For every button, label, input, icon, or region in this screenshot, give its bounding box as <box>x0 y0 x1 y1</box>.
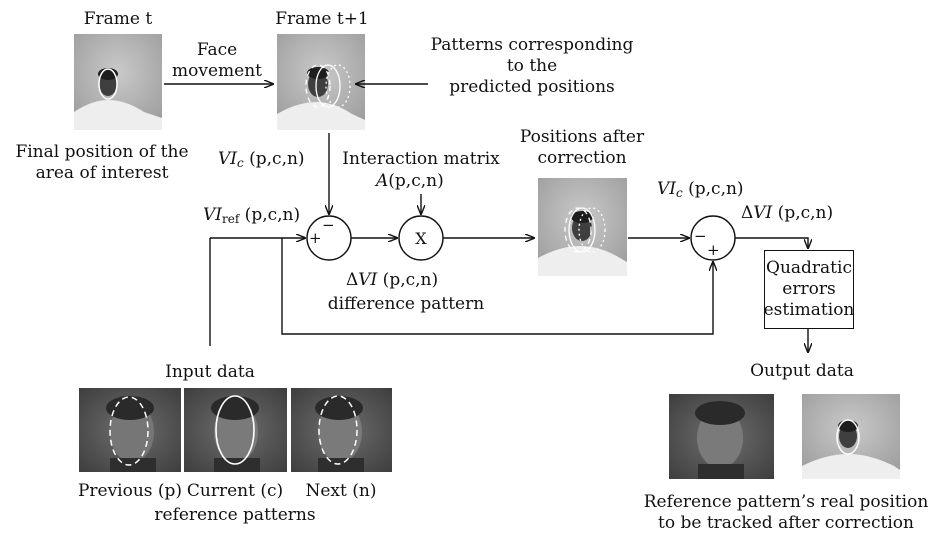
current-label: Current (c) <box>186 481 284 501</box>
arrow-sum2-to-quadratic <box>735 237 808 248</box>
reference-patterns-label: reference patterns <box>154 505 316 525</box>
interaction-matrix-label: Interaction matrix <box>342 149 500 169</box>
frame-t-photo <box>74 34 162 130</box>
vic-top-label: VIc (p,c,n) <box>218 149 305 170</box>
frame-t1-photo <box>277 34 365 130</box>
A-matrix-label: A(p,c,n) <box>376 171 444 191</box>
delta-vi-diff-label: ΔVI (p,c,n) <box>346 270 439 290</box>
patterns-predicted-label: Patterns corresponding to the predicted … <box>430 35 634 97</box>
arrow-ref-bypass-to-sum2 <box>281 238 713 335</box>
quadratic-errors-box: Quadratic errors estimation <box>764 250 854 329</box>
vic-right-label: VIc (p,c,n) <box>657 179 744 200</box>
sum1-minus: − <box>322 216 335 234</box>
positions-after-correction-photo <box>538 178 627 276</box>
reference-pattern-next <box>291 388 392 472</box>
output-caption: Reference pattern’s real position to be … <box>643 492 929 533</box>
final-position-label: Final position of the area of interest <box>15 142 189 183</box>
reference-pattern-current <box>184 388 287 472</box>
next-label: Next (n) <box>305 481 377 501</box>
frame-t-label: Frame t <box>83 9 153 29</box>
delta-vi-right-label: ΔVI (p,c,n) <box>741 203 834 223</box>
multiply-sign: X <box>415 229 427 248</box>
frame-t1-label: Frame t+1 <box>275 9 369 29</box>
vi-ref-label: VIref (p,c,n) <box>203 205 301 226</box>
positions-after-label: Positions after correction <box>519 127 645 168</box>
input-data-label: Input data <box>165 362 255 382</box>
sum2-minus: − <box>694 227 707 245</box>
output-tracked-frame <box>802 394 900 479</box>
output-data-label: Output data <box>750 361 854 381</box>
sum2-plus: + <box>707 241 720 259</box>
output-face-closeup <box>669 394 774 479</box>
reference-pattern-previous <box>79 388 181 472</box>
difference-pattern-label: difference pattern <box>327 294 485 314</box>
previous-label: Previous (p) <box>77 481 183 501</box>
sum1-plus: + <box>309 229 322 247</box>
face-movement-label: Face movement <box>172 40 262 81</box>
